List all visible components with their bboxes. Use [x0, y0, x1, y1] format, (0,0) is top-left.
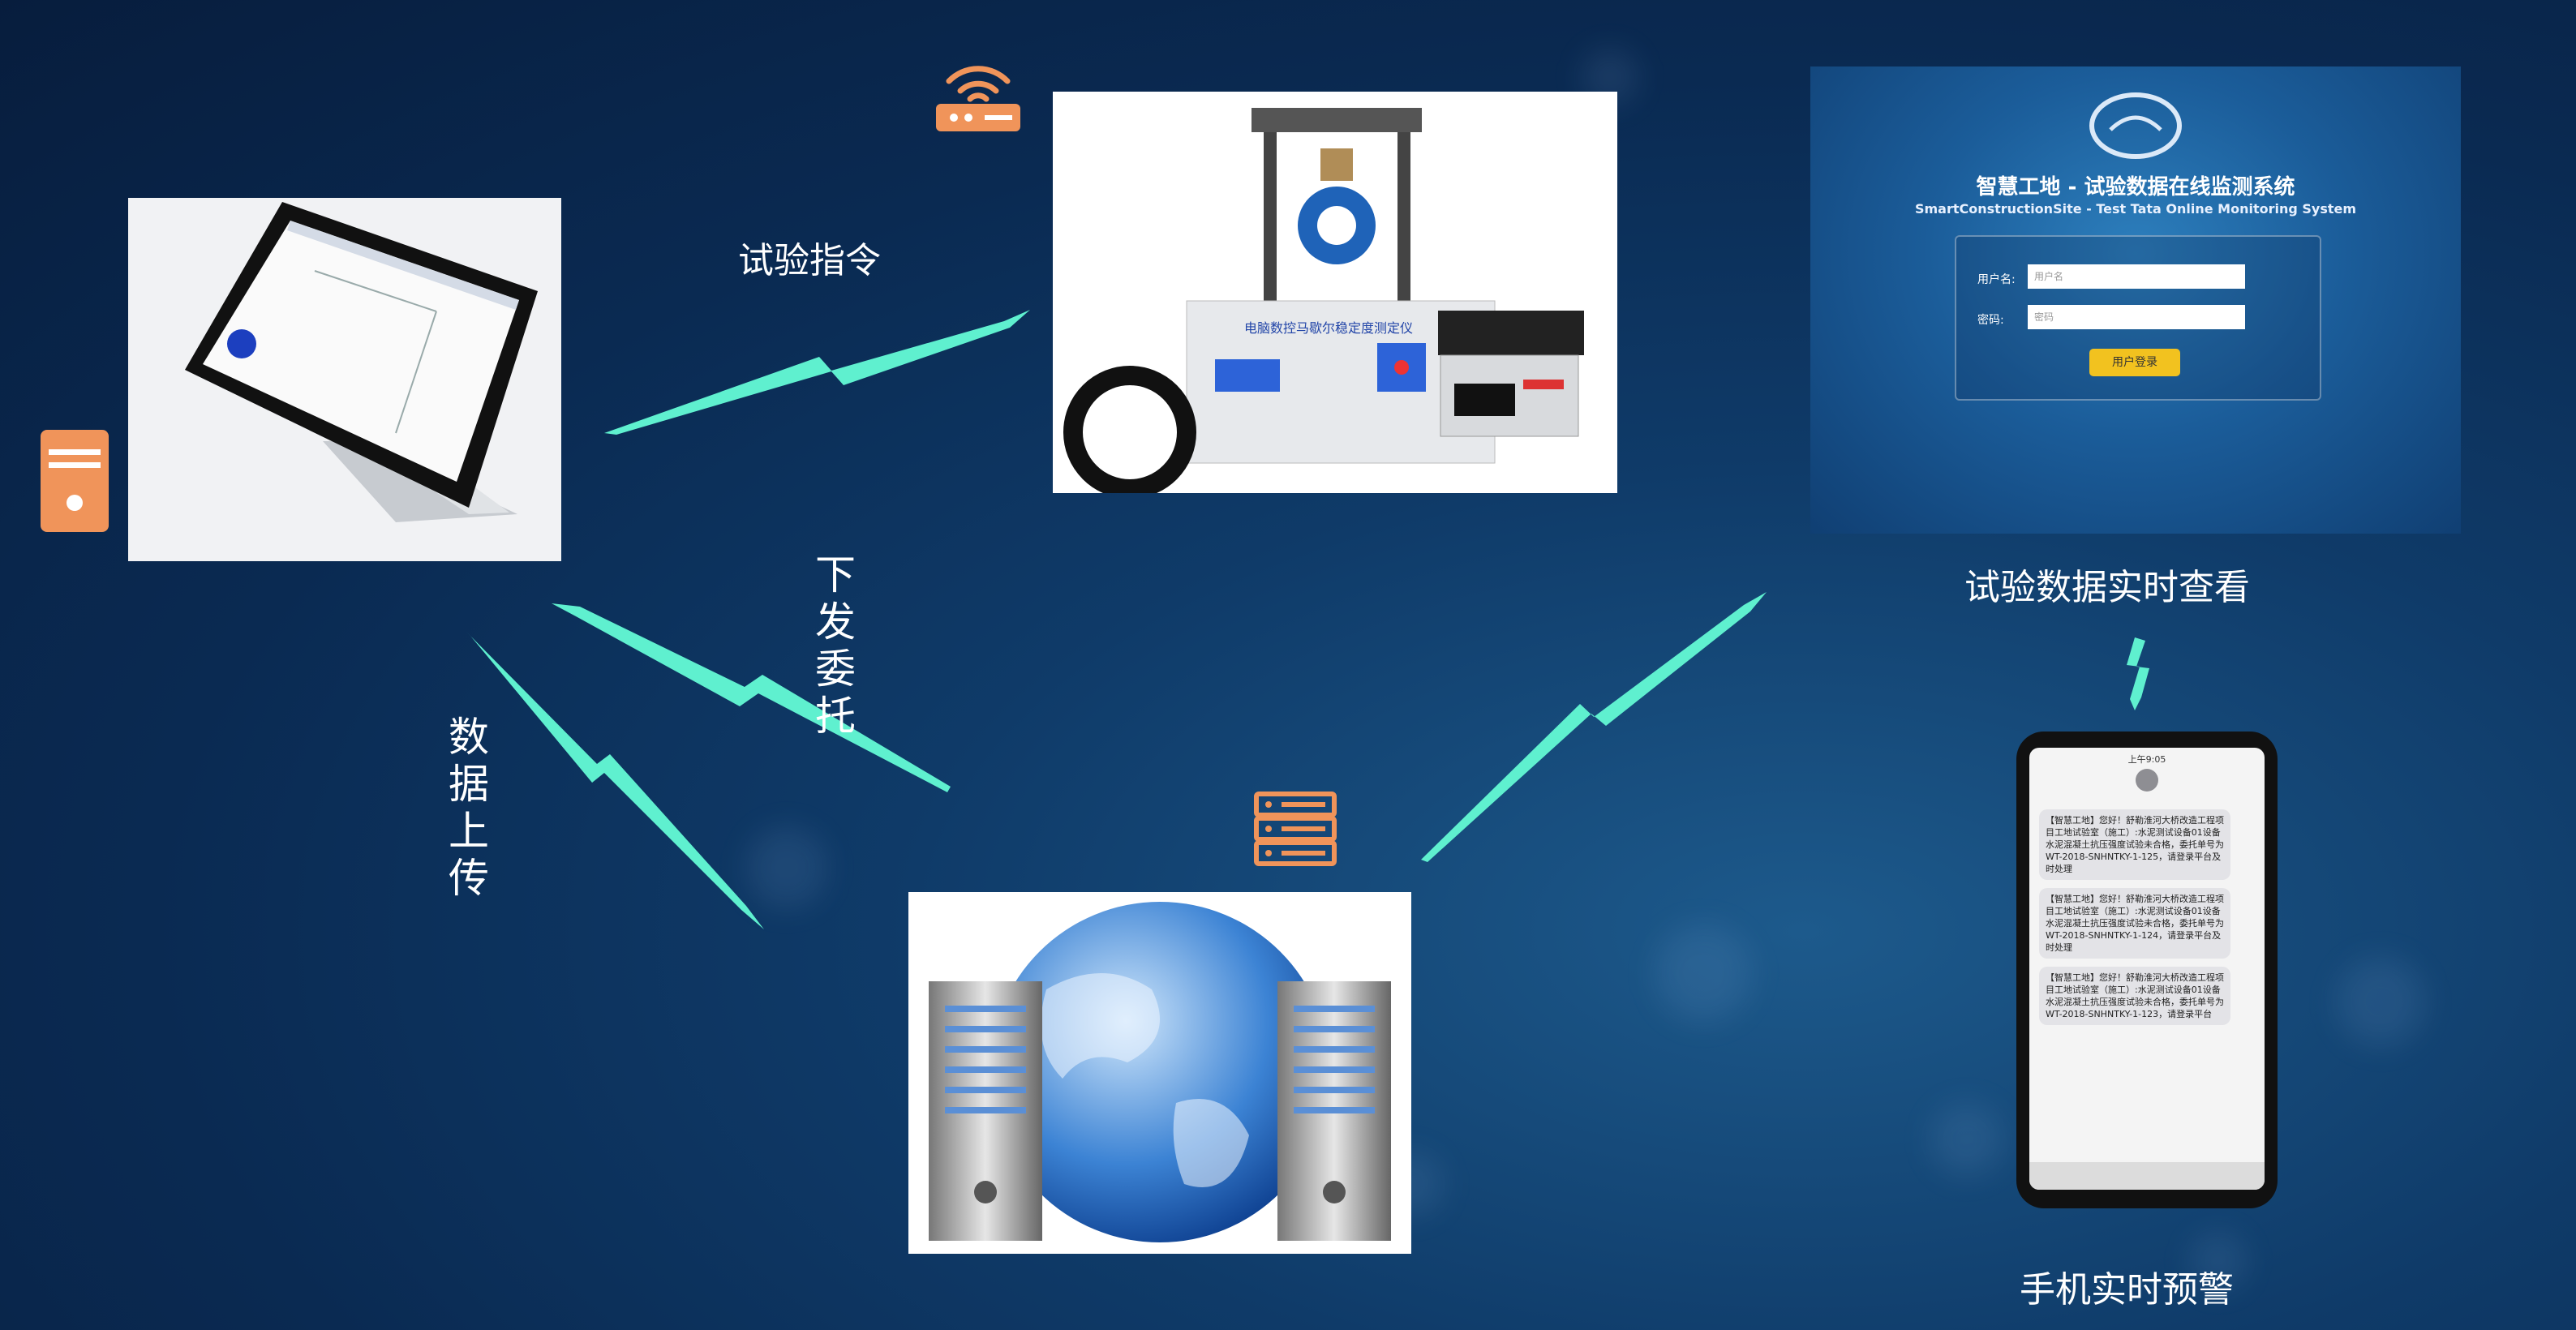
label-data-upload: 数据上传	[449, 714, 489, 902]
phone-time: 上午9:05	[2127, 754, 2166, 765]
password-input[interactable]: 密码	[2028, 305, 2245, 329]
pc-tower-icon	[41, 430, 109, 532]
sms-message: 【智慧工地】您好！舒勒淮河大桥改造工程项目工地试验室（施工）:水泥测试设备01设…	[2039, 809, 2230, 880]
cloud-server-image	[908, 892, 1411, 1254]
tablet-illustration	[185, 202, 538, 522]
username-input[interactable]: 用户名	[2028, 264, 2245, 289]
mobile-phone: 上午9:05 【智慧工地】您好！舒勒淮河大桥改造工程项目工地试验室（施工）:水泥…	[2016, 732, 2278, 1208]
router-wifi-icon	[936, 66, 1020, 131]
arrow-pc-to-server	[466, 631, 764, 929]
arrow-pc-to-machine	[604, 310, 1030, 435]
system-logo-icon	[2089, 92, 2182, 159]
phone-screen: 上午9:05 【智慧工地】您好！舒勒淮河大桥改造工程项目工地试验室（施工）:水泥…	[2029, 748, 2265, 1190]
arrow-server-to-web	[1421, 592, 1767, 862]
phone-app-dock	[2029, 1162, 2265, 1190]
login-button[interactable]: 用户登录	[2089, 349, 2180, 376]
web-monitoring-system-screen: 智慧工地 - 试验数据在线监测系统 SmartConstructionSite …	[1810, 66, 2461, 534]
arrow-server-to-pc	[552, 603, 951, 792]
username-label: 用户名:	[1977, 273, 2016, 286]
sms-message: 【智慧工地】您好！舒勒淮河大桥改造工程项目工地试验室（施工）:水泥测试设备01设…	[2039, 967, 2230, 1025]
arrow-web-to-phone	[2127, 637, 2149, 710]
test-machine-image: 电脑数控马歇尔稳定度测定仪	[1053, 92, 1617, 493]
label-mobile-alert: 手机实时预警	[2020, 1269, 2234, 1311]
system-subtitle: SmartConstructionSite - Test Tata Online…	[1914, 201, 2357, 217]
label-realtime-view: 试验数据实时查看	[1964, 567, 2250, 608]
label-test-command: 试验指令	[738, 240, 881, 281]
machine-panel-label: 电脑数控马歇尔稳定度测定仪	[1244, 320, 1414, 336]
password-label: 密码:	[1977, 314, 2004, 327]
label-issue-commission: 下发委托	[815, 551, 856, 740]
contact-avatar	[2136, 769, 2158, 792]
system-title: 智慧工地 - 试验数据在线监测系统	[1976, 175, 2295, 200]
marshall-tester-illustration	[1063, 108, 1584, 493]
sms-message: 【智慧工地】您好！舒勒淮河大桥改造工程项目工地试验室（施工）:水泥测试设备01设…	[2039, 888, 2230, 959]
globe-servers-illustration	[929, 902, 1391, 1242]
server-rack-icon	[1254, 792, 1337, 866]
pc-terminal-image	[128, 198, 561, 561]
